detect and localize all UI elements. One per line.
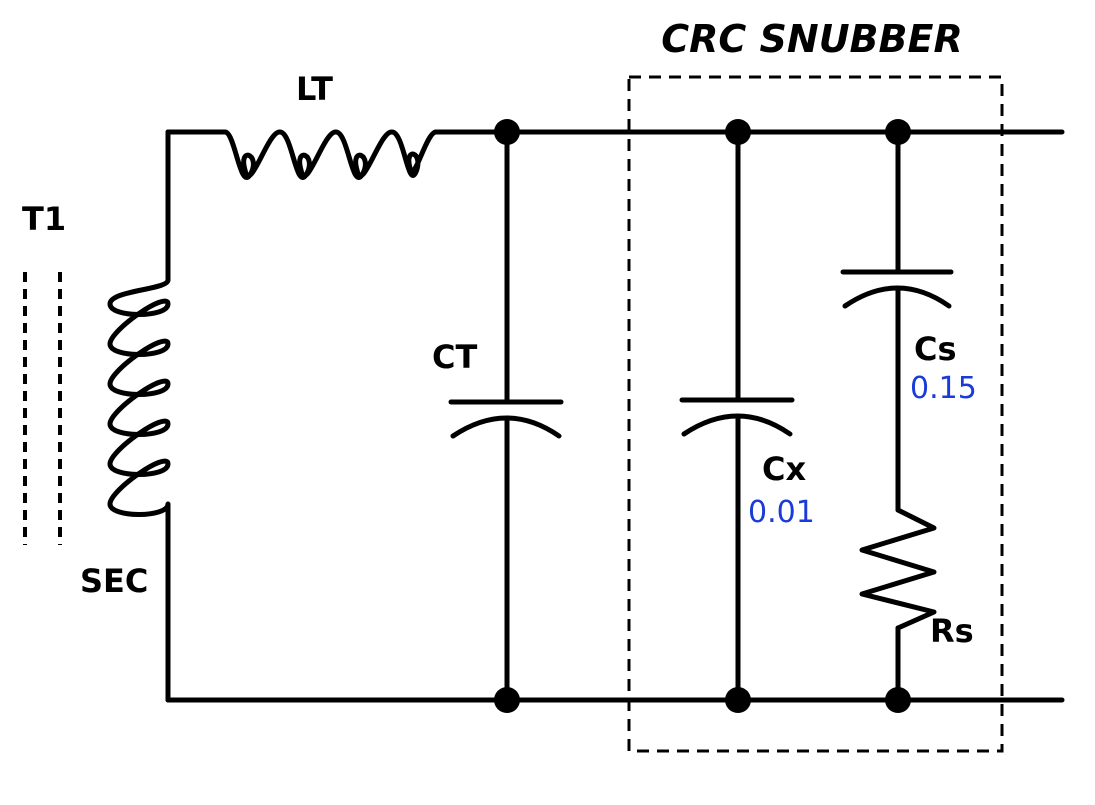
resistor-rs-icon: [859, 507, 937, 703]
capacitor-cs-icon: [840, 129, 954, 513]
capacitor-cx-icon: [679, 129, 795, 703]
capacitor-ct-icon: [448, 129, 564, 703]
junction-node-bottom-ct: [494, 687, 520, 713]
label-sec: SEC: [80, 562, 148, 600]
label-ct: CT: [432, 338, 477, 376]
junction-node-top-ct: [494, 119, 520, 145]
label-lt: LT: [296, 70, 333, 108]
label-cs: Cs: [914, 330, 957, 368]
junction-node-top-cs: [885, 119, 911, 145]
label-rs: Rs: [930, 612, 974, 650]
junction-node-bottom-rs: [885, 687, 911, 713]
junction-node-top-cx: [725, 119, 751, 145]
label-cx: Cx: [762, 450, 806, 488]
annotation-cs-value: 0.15: [910, 371, 977, 406]
label-t1: T1: [22, 200, 66, 238]
junction-node-bottom-cx: [725, 687, 751, 713]
annotation-cx-value: 0.01: [748, 495, 815, 530]
secondary-winding-icon: [107, 129, 171, 703]
snubber-boundary: [627, 75, 1004, 753]
snubber-title: CRC SNUBBER: [661, 17, 962, 61]
inductor-lt-icon: [222, 129, 439, 180]
